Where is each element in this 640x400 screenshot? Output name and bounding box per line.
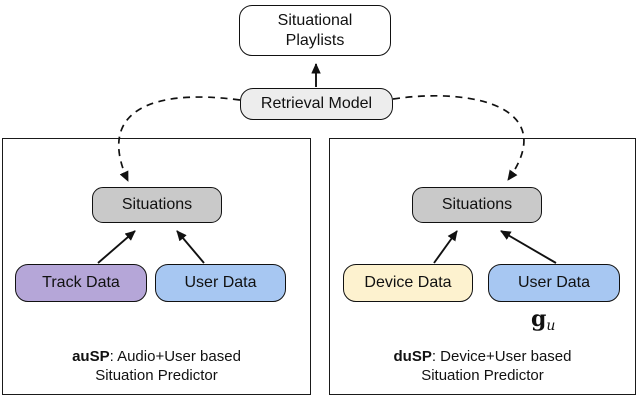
dusp-caption-line1: duSP: Device+User based	[329, 347, 636, 366]
user-data-node-left: User Data	[155, 264, 286, 302]
situations-node-right: Situations	[412, 187, 542, 223]
dusp-caption-rest: : Device+User based	[431, 348, 572, 365]
situational-playlists-node: Situational Playlists	[239, 5, 391, 56]
ausp-caption-rest: : Audio+User based	[109, 348, 241, 365]
ausp-caption-line2: Situation Predictor	[95, 367, 218, 384]
track-data-node: Track Data	[15, 264, 147, 302]
gu-symbol: g	[531, 306, 547, 332]
ausp-caption: auSP: Audio+User based Situation Predict…	[2, 347, 311, 385]
dusp-caption-line2: Situation Predictor	[421, 367, 544, 384]
gu-subscript: u	[546, 318, 556, 334]
user-data-node-right: User Data	[488, 264, 620, 302]
retrieval-model-node: Retrieval Model	[240, 88, 393, 120]
dusp-caption: duSP: Device+User based Situation Predic…	[329, 347, 636, 385]
dusp-caption-abbr: duSP	[393, 348, 432, 365]
gu-annotation: gu	[531, 306, 555, 334]
device-data-node: Device Data	[343, 264, 473, 302]
ausp-caption-line1: auSP: Audio+User based	[2, 347, 311, 366]
situations-node-left: Situations	[92, 187, 222, 223]
ausp-caption-abbr: auSP	[72, 348, 110, 365]
